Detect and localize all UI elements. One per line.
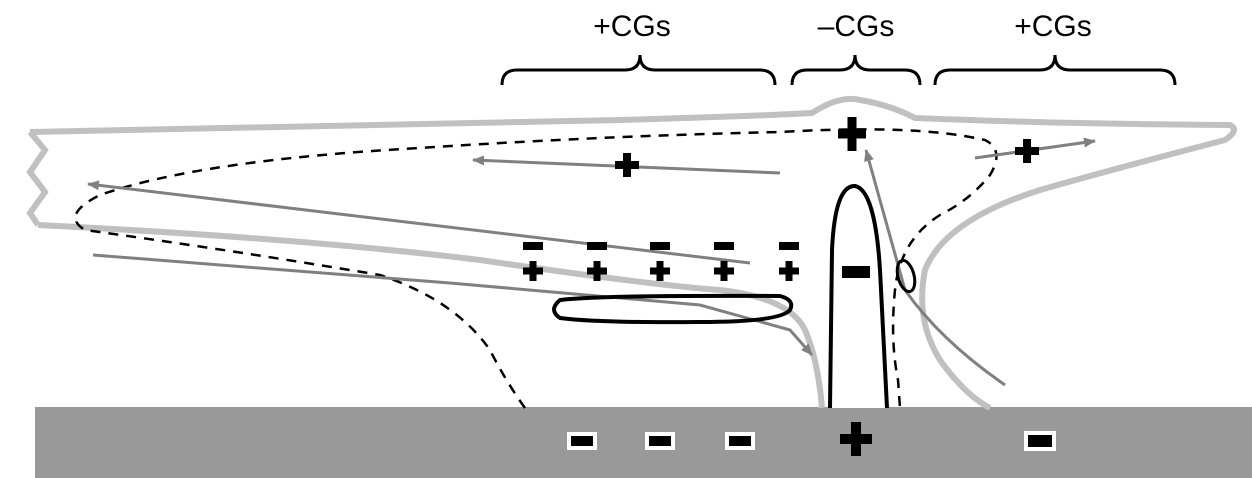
bracket-left: [500, 54, 777, 86]
ground: [35, 407, 1252, 478]
ground-minus-sign-icon: [1024, 431, 1056, 451]
cloud-anvil-edge: [26, 130, 49, 227]
minus-sign-icon: [587, 242, 607, 250]
charge-region-boundary-dashed: [74, 128, 998, 409]
plus-sign-icon: [1015, 139, 1039, 163]
minus-sign-icon: [714, 242, 734, 250]
plus-sign-icon: [779, 261, 799, 281]
negative-charge-column: [828, 184, 889, 409]
label-positive-cgs-left: +CGs: [593, 10, 671, 43]
plus-sign-icon: [838, 117, 866, 151]
cloud-outline-bottom: [37, 222, 825, 409]
bracket-middle: [790, 54, 922, 86]
flow-line-right: [903, 289, 1006, 387]
plus-sign-icon: [587, 261, 607, 281]
charge-dipole-row: [523, 242, 799, 281]
cloud-outline-top: [29, 95, 1237, 411]
bracket-right: [933, 54, 1177, 86]
flow-arrow-far-left: [87, 180, 751, 265]
ground-minus-sign-icon: [567, 432, 597, 450]
lower-positive-charge-layer: [552, 293, 794, 325]
ground-plus-sign-icon: [840, 422, 872, 456]
small-charge-pocket: [895, 258, 917, 294]
plus-sign-icon: [615, 153, 639, 177]
flow-arrow-lower: [92, 253, 814, 356]
plus-sign-icon: [650, 261, 670, 281]
plus-sign-icon: [523, 261, 543, 281]
label-positive-cgs-right: +CGs: [1014, 10, 1092, 43]
minus-sign-icon: [650, 242, 670, 250]
ground-minus-sign-icon: [645, 432, 675, 450]
minus-sign-icon: [842, 266, 870, 278]
minus-sign-icon: [779, 242, 799, 250]
minus-sign-icon: [523, 242, 543, 250]
ground-minus-sign-icon: [725, 432, 755, 450]
label-negative-cgs: –CGs: [818, 10, 895, 43]
plus-sign-icon: [714, 261, 734, 281]
